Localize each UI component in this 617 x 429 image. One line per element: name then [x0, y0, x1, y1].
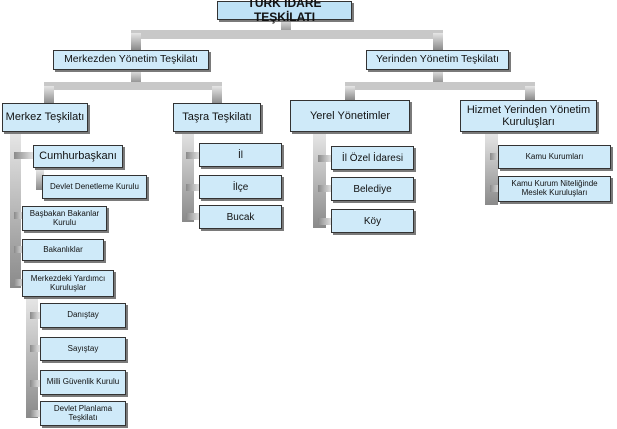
node-yerinden-yonetim: Yerinden Yönetim Teşkilatı [366, 50, 509, 70]
node-kamu-kurum-niteliginde-meslek-kuruluslari: Kamu Kurum Niteliğinde Meslek Kuruluşlar… [498, 176, 611, 202]
node-cumhurbaskani: Cumhurbaşkanı [33, 145, 123, 168]
node-danistay: Danıştay [40, 303, 126, 328]
node-sayistay: Sayıştay [40, 337, 126, 361]
title-node: TÜRK İDARE TEŞKİLATI [217, 0, 352, 23]
node-tasra-teskilati: Taşra Teşkilatı [173, 103, 261, 132]
node-devlet-denetleme-kurulu: Devlet Denetleme Kurulu [42, 175, 147, 199]
node-koy: Köy [331, 209, 414, 233]
node-ilce: İlçe [199, 175, 282, 199]
node-hizmet-yerinden: Hizmet Yerinden Yönetim Kuruluşları [460, 100, 597, 132]
node-merkezdeki-yardimci-kuruluslar: Merkezdeki Yardımcı Kuruluşlar [22, 270, 114, 297]
node-bucak: Bucak [199, 205, 282, 229]
node-bakanliklar: Bakanlıklar [22, 239, 104, 261]
node-basbakan-bakanlar-kurulu: Başbakan Bakanlar Kurulu [22, 206, 107, 231]
node-il-ozel-idaresi: İl Özel İdaresi [331, 146, 414, 170]
node-kamu-kurumlari: Kamu Kurumları [498, 145, 611, 169]
node-milli-guvenlik-kurulu: Milli Güvenlik Kurulu [40, 370, 126, 395]
node-il: İl [199, 143, 282, 167]
node-devlet-planlama-teskilati: Devlet Planlama Teşkilatı [40, 401, 126, 426]
node-merkezden-yonetim: Merkezden Yönetim Teşkilatı [53, 50, 209, 70]
node-yerel-yonetimler: Yerel Yönetimler [290, 100, 410, 132]
node-belediye: Belediye [331, 177, 414, 201]
node-merkez-teskilati: Merkez Teşkilatı [2, 103, 88, 132]
